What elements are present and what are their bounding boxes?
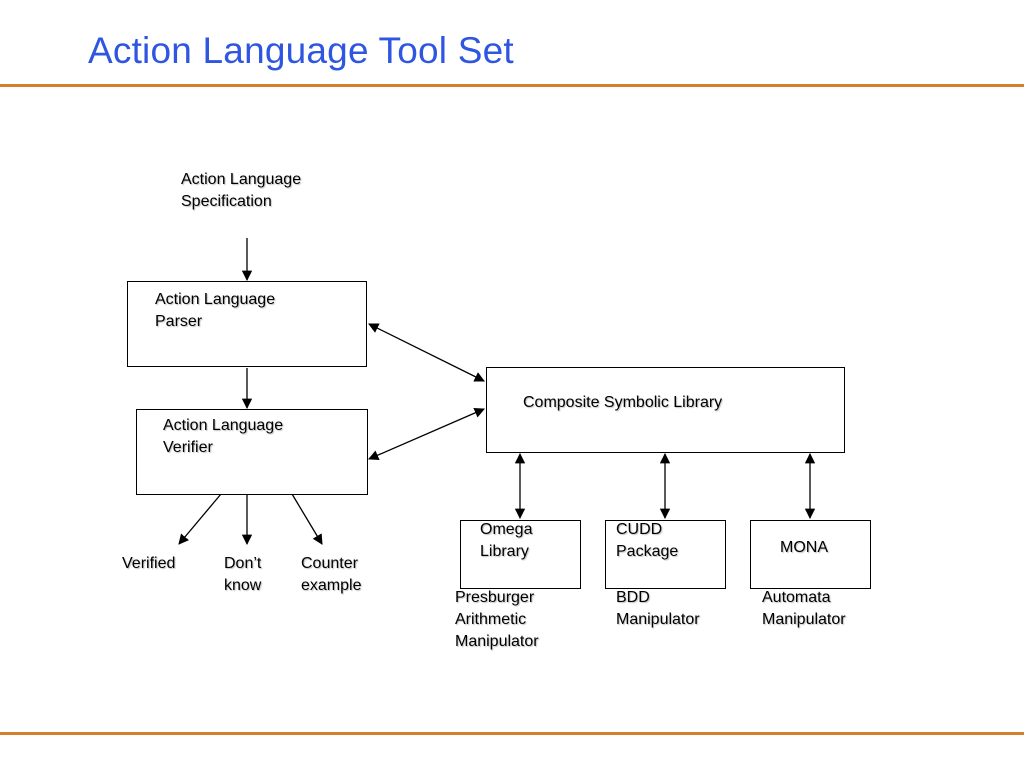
caption-cudd: BDD Manipulator (616, 589, 700, 628)
node-cudd-label: CUDD Package (616, 521, 679, 560)
outcome-dont-know: Don’t know (224, 555, 262, 594)
node-csl-label: Composite Symbolic Library (523, 394, 723, 411)
node-omega-library (460, 520, 581, 589)
node-omega-label: Omega Library (480, 521, 533, 560)
outcome-verified: Verified (122, 555, 176, 572)
node-composite-symbolic-library (486, 367, 845, 453)
outcome-counter-example: Counter example (301, 555, 362, 594)
edge-parser-csl (368, 323, 485, 382)
node-mona-label: MONA (780, 539, 828, 556)
page-title: Action Language Tool Set (88, 30, 514, 71)
node-verifier (136, 409, 368, 495)
caption-omega: Presburger Arithmetic Manipulator (455, 589, 539, 650)
node-cudd-package (605, 520, 726, 589)
edge-verifier-csl (368, 407, 485, 461)
node-parser (127, 281, 367, 367)
edge-verifier-verified (178, 493, 222, 545)
footer-divider (0, 732, 1024, 735)
node-spec-label: Action Language Specification (181, 171, 302, 210)
node-parser-label: Action Language Parser (155, 291, 276, 330)
title-divider (0, 84, 1024, 87)
node-mona (750, 520, 871, 589)
node-verifier-label: Action Language Verifier (163, 417, 284, 456)
caption-mona: Automata Manipulator (762, 589, 846, 628)
edge-verifier-counter (291, 493, 323, 545)
